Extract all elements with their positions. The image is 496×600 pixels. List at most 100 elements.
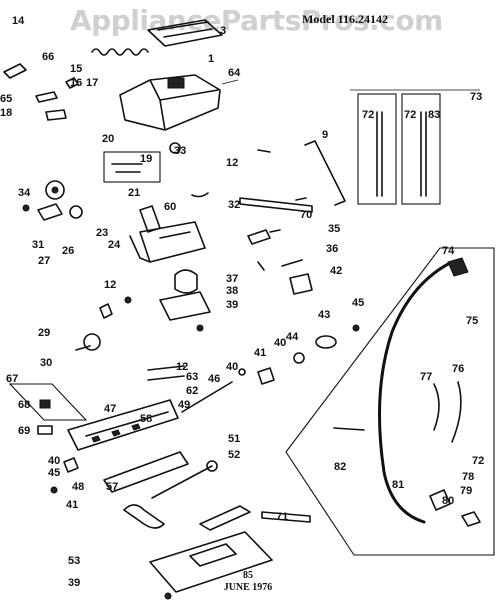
callout-23: 23	[96, 227, 108, 239]
callout-73: 73	[470, 91, 482, 103]
callout-64: 64	[228, 67, 241, 79]
part-wheel-bracket	[257, 367, 275, 385]
part-clip-59	[257, 261, 265, 271]
callout-43: 43	[318, 309, 330, 321]
callout-34: 34	[18, 187, 31, 199]
part-handle-body	[119, 74, 221, 131]
callout-80: 80	[442, 495, 454, 507]
wand-right	[420, 111, 427, 197]
part-fan-housing	[37, 203, 63, 221]
callout-60: 60	[164, 201, 176, 213]
part-fitting-78	[461, 511, 481, 527]
callout-74: 74	[442, 245, 455, 257]
callout-65: 65	[0, 93, 12, 105]
part-motor-base	[159, 291, 211, 321]
callout-15: 15	[70, 63, 82, 75]
callout-37: 37	[226, 273, 238, 285]
part-strip-71	[261, 511, 311, 523]
part-48	[63, 457, 79, 473]
part-wire-36	[281, 259, 303, 267]
callout-81: 81	[392, 479, 404, 491]
callout-12: 12	[226, 157, 238, 169]
callout-9: 9	[322, 129, 328, 141]
callout-71: 71	[276, 511, 288, 523]
part-pin-70	[295, 197, 307, 201]
part-brush	[67, 399, 179, 451]
callout-41: 41	[66, 499, 78, 511]
part-cover-plate	[147, 19, 223, 47]
part-bearing	[69, 205, 83, 219]
callout-32: 32	[228, 199, 240, 211]
part-tube-76	[451, 381, 462, 443]
callout-63: 63	[186, 371, 198, 383]
callout-27: 27	[38, 255, 50, 267]
part-pulley	[83, 333, 101, 351]
part-motor-housing	[129, 221, 206, 263]
footer-date: JUNE 1976	[223, 582, 273, 593]
part-motor	[174, 269, 198, 294]
part-plug	[247, 229, 281, 245]
part-axle	[181, 381, 233, 413]
callout-72: 72	[362, 109, 374, 121]
watermark: AppliancePartsPros.com	[70, 4, 443, 37]
part-clip	[3, 63, 27, 79]
part-screw-12a	[257, 149, 271, 153]
callout-16: 16	[70, 77, 82, 89]
callout-79: 79	[460, 485, 472, 497]
part-wheel-assy	[123, 504, 165, 529]
hose-box	[285, 247, 495, 556]
part-base-plate	[149, 531, 273, 593]
part-switch-box	[103, 151, 161, 183]
callout-36: 36	[326, 243, 338, 255]
callout-17: 17	[86, 77, 98, 89]
part-cord	[221, 79, 239, 85]
part-ring-43	[315, 335, 337, 349]
callout-41: 41	[254, 347, 266, 359]
callout-67: 67	[6, 373, 18, 385]
callout-76: 76	[452, 363, 464, 375]
callout-39: 39	[68, 577, 80, 589]
callout-47: 47	[104, 403, 116, 415]
callout-69: 69	[18, 425, 30, 437]
callout-77: 77	[420, 371, 432, 383]
callout-26: 26	[62, 245, 74, 257]
callout-48: 48	[72, 481, 84, 493]
part-plate-18	[45, 109, 67, 121]
callout-44: 44	[286, 331, 299, 343]
callout-40: 40	[226, 361, 238, 373]
callout-29: 29	[38, 327, 50, 339]
callout-1: 1	[208, 53, 214, 65]
callout-78: 78	[462, 471, 474, 483]
part-plate-52	[199, 505, 251, 531]
callout-30: 30	[40, 357, 52, 369]
part-tube-77	[433, 383, 440, 431]
callout-35: 35	[328, 223, 340, 235]
callout-82: 82	[334, 461, 346, 473]
callout-45: 45	[352, 297, 364, 309]
part-wire-60	[191, 192, 209, 198]
wand-left	[376, 111, 383, 197]
callout-40: 40	[48, 455, 60, 467]
callout-62: 62	[186, 385, 198, 397]
callout-33: 33	[174, 145, 186, 157]
callout-19: 19	[140, 153, 152, 165]
callout-72: 72	[404, 109, 416, 121]
part-hose	[378, 260, 454, 524]
part-hose-cuff	[447, 257, 469, 277]
callout-49: 49	[178, 399, 190, 411]
callout-40: 40	[274, 337, 286, 349]
callout-38: 38	[226, 285, 238, 297]
callout-70: 70	[300, 209, 312, 221]
callout-20: 20	[102, 133, 114, 145]
part-bracket-42	[289, 273, 313, 295]
footer-code: 85	[243, 570, 253, 581]
part-roller-29	[99, 303, 113, 319]
part-spring	[91, 48, 149, 56]
callout-12: 12	[104, 279, 116, 291]
callout-52: 52	[228, 449, 240, 461]
part-wheel-51	[206, 460, 218, 472]
part-clip-16	[65, 77, 79, 89]
